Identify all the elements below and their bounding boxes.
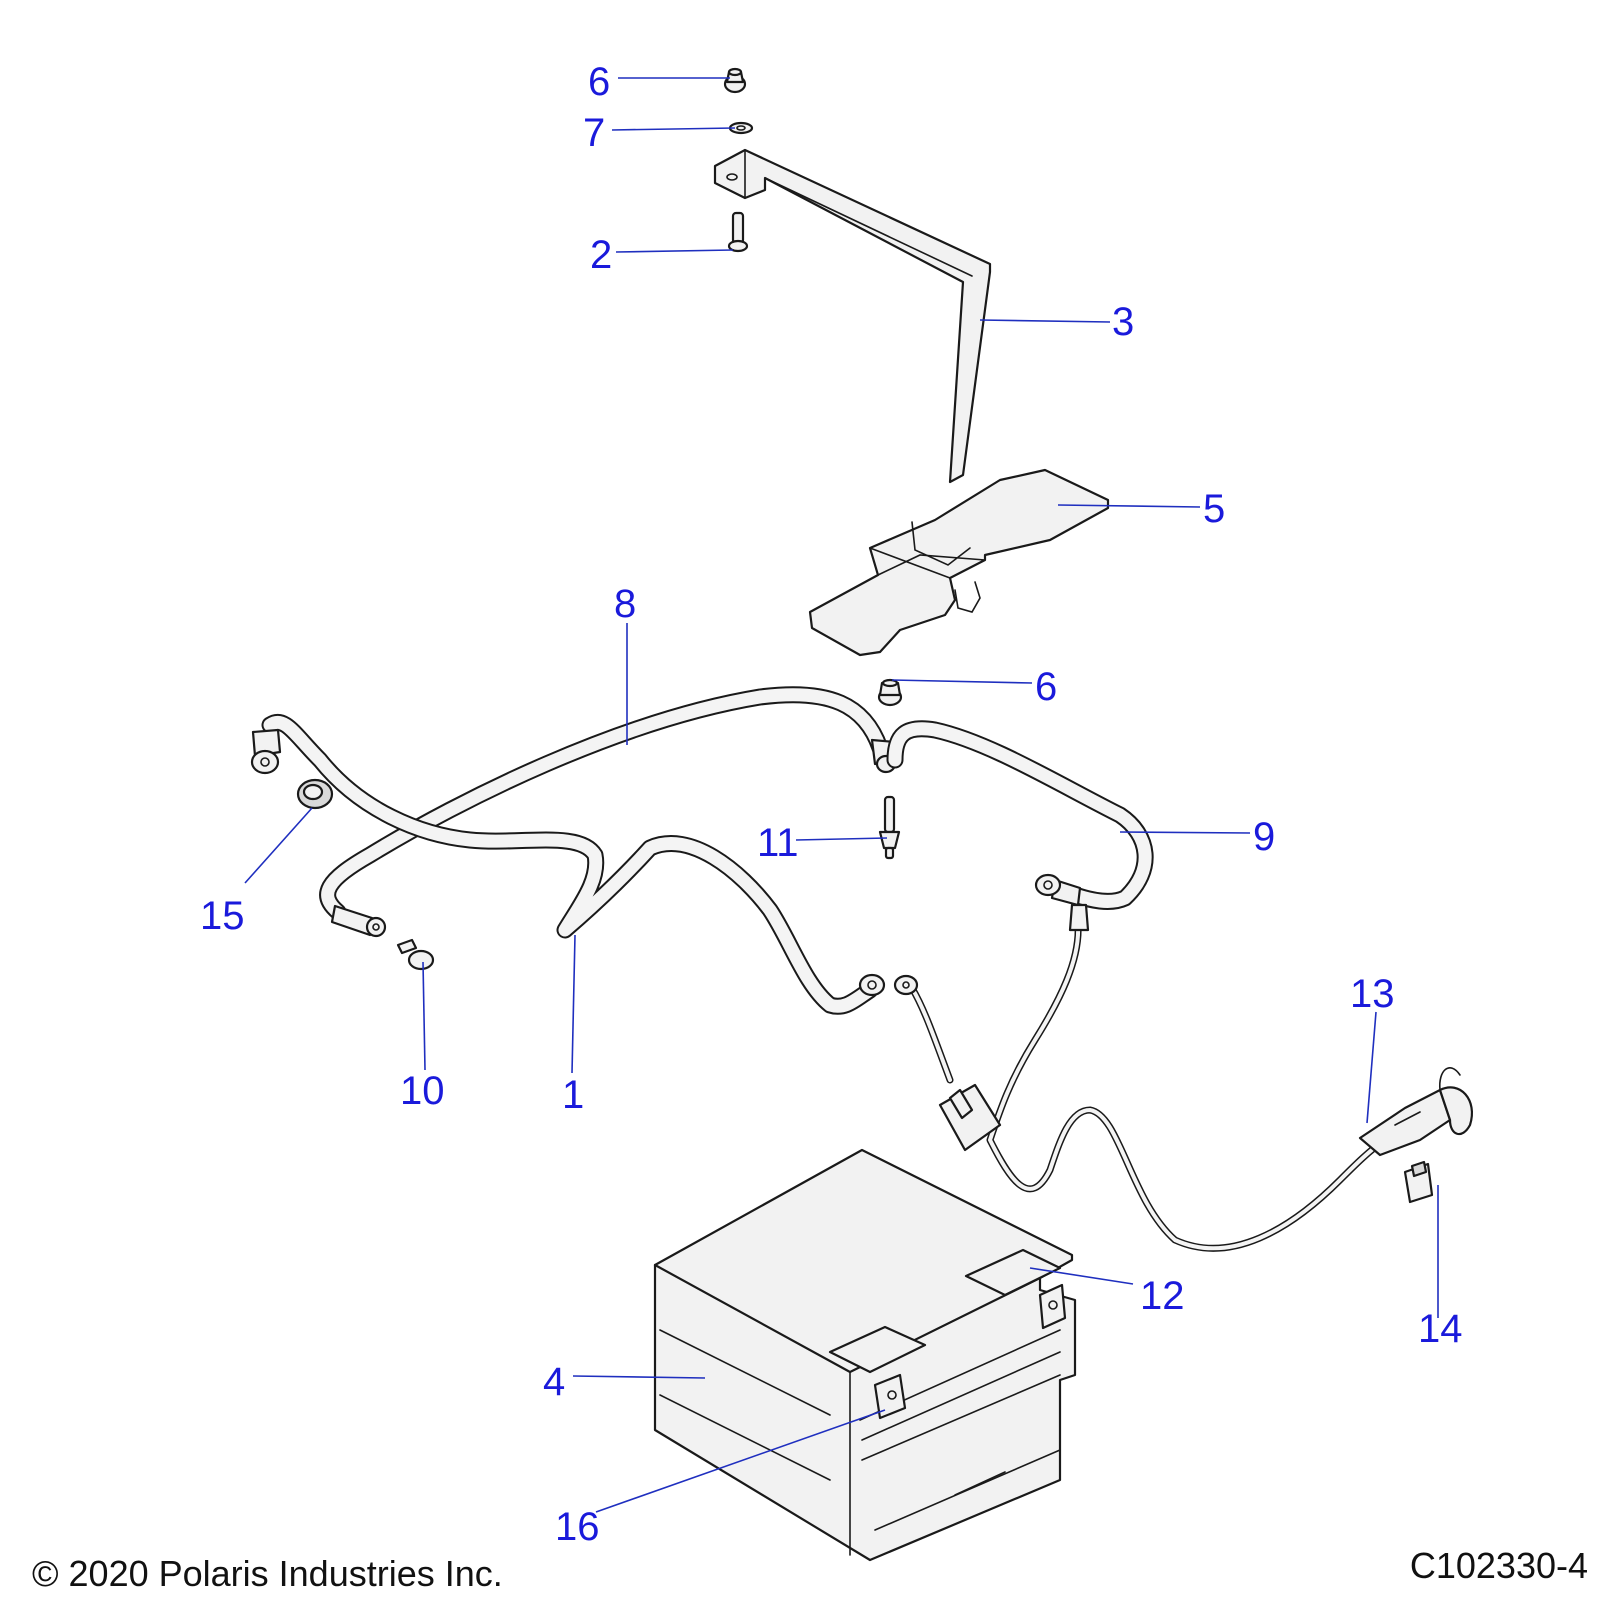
callout-3-bracket: 3 — [1112, 300, 1134, 344]
callout-12-pad: 12 — [1140, 1274, 1185, 1318]
callout-8-cable: 8 — [614, 582, 636, 626]
diagram-code: C102330-4 — [1410, 1545, 1588, 1586]
copyright-notice: © 2020 Polaris Industries Inc. — [32, 1553, 503, 1594]
battery — [653, 1148, 1077, 1562]
nut-lower — [877, 678, 903, 707]
callout-13-outlet: 13 — [1350, 972, 1395, 1016]
screw — [396, 938, 435, 971]
callout-9-cable: 9 — [1253, 815, 1275, 859]
callout-11-stud: 11 — [757, 821, 799, 865]
clip — [1403, 1160, 1434, 1204]
nut-top — [723, 67, 747, 94]
outlet-harness — [893, 903, 1473, 1252]
cable-1 — [250, 714, 886, 1015]
callout-10-screw: 10 — [400, 1069, 445, 1113]
callout-2-bolt: 2 — [590, 233, 612, 277]
callout-16-terminal: 16 — [555, 1505, 600, 1549]
callout-labels: 6 7 2 3 5 8 6 11 9 15 10 1 13 12 14 4 16 — [200, 60, 1463, 1549]
cover-plate — [808, 468, 1110, 657]
callout-1-cable: 1 — [562, 1073, 584, 1117]
callout-14-clip: 14 — [1418, 1307, 1463, 1351]
callout-4-battery: 4 — [543, 1360, 565, 1404]
leader-lines — [244, 77, 1439, 1513]
callout-6-lower-nut: 6 — [1035, 665, 1057, 709]
grommet — [296, 778, 334, 810]
bolt — [727, 211, 749, 253]
callout-6-top-nut: 6 — [588, 60, 610, 104]
callout-7-washer: 7 — [583, 111, 605, 155]
hold-down-bracket — [713, 148, 992, 484]
cable-9 — [886, 720, 1154, 910]
callout-15-grommet: 15 — [200, 894, 245, 938]
washer — [728, 121, 754, 135]
stud — [878, 795, 901, 860]
cable-8 — [319, 686, 899, 938]
callout-5-cover: 5 — [1203, 487, 1225, 531]
